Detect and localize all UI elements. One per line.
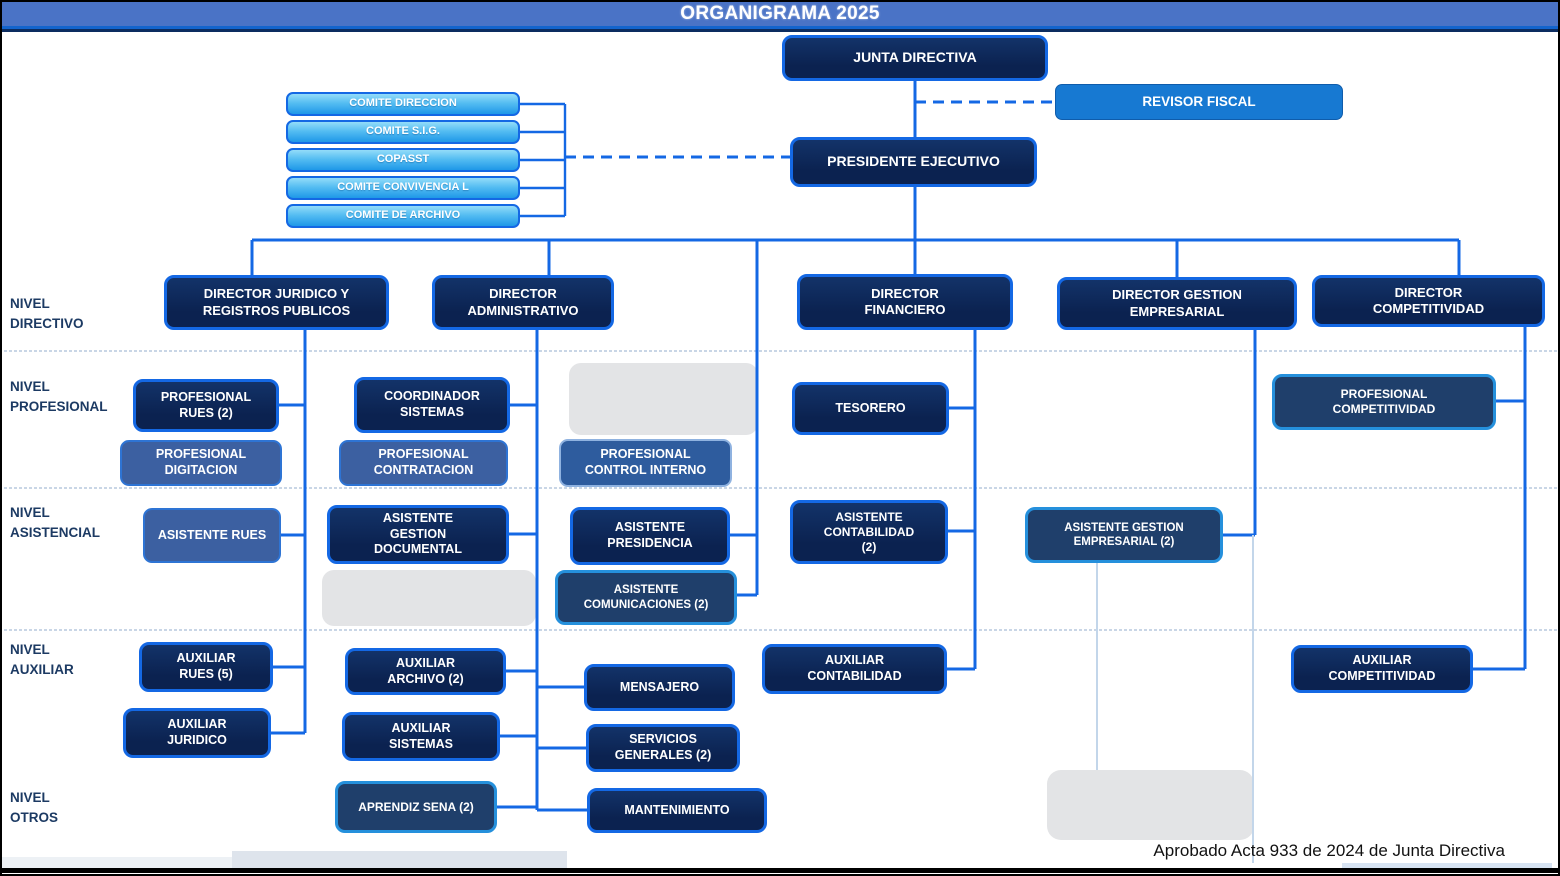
level-label-asistencial: NIVEL ASISTENCIAL <box>10 505 101 540</box>
box-revisor-fiscal: REVISOR FISCAL <box>1055 84 1343 120</box>
box-auxiliar-archivo: AUXILIAR ARCHIVO (2) <box>345 648 506 695</box>
box-auxiliar-contabilidad: AUXILIAR CONTABILIDAD <box>762 644 947 694</box>
level-label-profesional: NIVEL PROFESIONAL <box>10 379 108 414</box>
placeholder-3 <box>1047 770 1254 840</box>
box-mensajero: MENSAJERO <box>584 664 735 711</box>
box-comite-convivencia-l: COMITE CONVIVENCIA L <box>286 176 520 200</box>
box-comite-de-archivo: COMITE DE ARCHIVO <box>286 204 520 228</box>
placeholder-5 <box>232 851 567 872</box>
level-label-otros: NIVEL OTROS <box>10 790 59 825</box>
placeholder-2 <box>322 570 536 626</box>
box-director-gestion-empresarial: DIRECTOR GESTION EMPRESARIAL <box>1057 277 1297 330</box>
box-auxiliar-sistemas: AUXILIAR SISTEMAS <box>342 712 500 761</box>
box-comite-sig: COMITE S.I.G. <box>286 120 520 144</box>
box-asistente-presidencia: ASISTENTE PRESIDENCIA <box>570 507 730 565</box>
box-director-financiero: DIRECTOR FINANCIERO <box>797 274 1013 330</box>
page-title: ORGANIGRAMA 2025 <box>2 2 1558 26</box>
box-asistente-contabilidad: ASISTENTE CONTABILIDAD (2) <box>790 500 948 564</box>
placeholder-6 <box>1342 863 1552 872</box>
box-director-juridico: DIRECTOR JURIDICO Y REGISTROS PUBLICOS <box>164 275 389 330</box>
box-auxiliar-juridico: AUXILIAR JURIDICO <box>123 708 271 758</box>
box-copasst: COPASST <box>286 148 520 172</box>
box-junta-directiva: JUNTA DIRECTIVA <box>782 35 1048 81</box>
box-auxiliar-rues: AUXILIAR RUES (5) <box>139 642 273 692</box>
box-asistente-gestion-empresarial: ASISTENTE GESTION EMPRESARIAL (2) <box>1025 507 1223 563</box>
box-director-administrativo: DIRECTOR ADMINISTRATIVO <box>432 275 614 330</box>
placeholder-4 <box>2 857 232 871</box>
title-underline-dark <box>2 29 1558 32</box>
box-profesional-contratacion: PROFESIONAL CONTRATACION <box>339 440 508 486</box>
level-label-directivo: NIVEL DIRECTIVO <box>10 296 84 331</box>
box-profesional-competitividad: PROFESIONAL COMPETITIVIDAD <box>1272 374 1496 430</box>
bottom-border-line <box>2 868 1558 873</box>
box-asistente-comunicaciones: ASISTENTE COMUNICACIONES (2) <box>555 570 737 625</box>
placeholder-1 <box>569 363 758 435</box>
box-coordinador-sistemas: COORDINADOR SISTEMAS <box>354 377 510 433</box>
title-underline-light <box>2 26 1558 29</box>
box-tesorero: TESORERO <box>792 382 949 435</box>
box-profesional-rues: PROFESIONAL RUES (2) <box>133 379 279 432</box>
box-aprendiz-sena: APRENDIZ SENA (2) <box>335 781 497 833</box>
box-auxiliar-competitividad: AUXILIAR COMPETITIVIDAD <box>1291 645 1473 693</box>
box-mantenimiento: MANTENIMIENTO <box>587 788 767 833</box>
box-profesional-control-interno: PROFESIONAL CONTROL INTERNO <box>559 439 732 487</box>
box-servicios-generales: SERVICIOS GENERALES (2) <box>586 724 740 772</box>
box-comite-direccion: COMITE DIRECCION <box>286 92 520 116</box>
box-asistente-gestion-documental: ASISTENTE GESTION DOCUMENTAL <box>327 505 509 564</box>
level-label-auxiliar: NIVEL AUXILIAR <box>10 642 74 677</box>
box-director-competitividad: DIRECTOR COMPETITIVIDAD <box>1312 275 1545 327</box>
box-profesional-digitacion: PROFESIONAL DIGITACION <box>120 440 282 486</box>
box-asistente-rues: ASISTENTE RUES <box>143 508 281 563</box>
approval-note: Aprobado Acta 933 de 2024 de Junta Direc… <box>1153 841 1505 860</box>
box-presidente-ejecutivo: PRESIDENTE EJECUTIVO <box>790 137 1037 187</box>
